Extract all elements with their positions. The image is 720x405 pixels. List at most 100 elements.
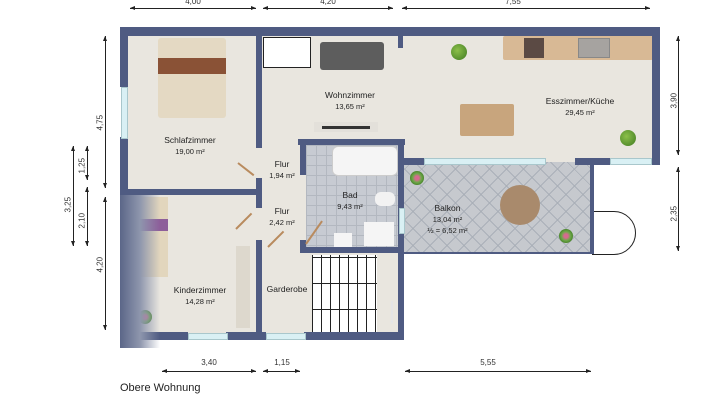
dimension-line-top-1 [130,6,256,10]
wall-kinder-flur [256,240,262,340]
window [121,87,128,139]
dimension-label-left-2: 4,20 [95,256,105,273]
room-label-balkon: Balkon 13,04 m² ½ = 6,52 m² [415,203,480,236]
wall-kitchen-bottom-1 [398,158,424,165]
room-name: Garderobe [266,284,308,294]
flower-icon [559,229,573,243]
room-name: Balkon [434,203,461,213]
staircase-bottom [312,255,377,335]
room-name: Schlafzimmer [164,135,216,145]
wall-balcony-bottom [404,252,592,254]
wall-schlaf-flur-lower [256,178,262,208]
wall-top [120,27,660,36]
dimension-label-bottom-1: 3,40 [201,358,217,367]
dimension-line-left-1 [103,36,107,188]
toilet [375,192,395,206]
room-area: 13,04 m² [432,215,463,224]
wall-bad-bottom [300,247,404,253]
tv [322,126,370,129]
room-area: 14,28 m² [185,297,215,306]
window [424,158,546,165]
wall-left-upper [120,27,128,87]
dimension-line-right-1 [676,36,680,155]
window [610,158,652,165]
dimension-label-left-3: 3,25 [63,196,73,213]
room-label-kinderzimmer: Kinderzimmer 14,28 m² [155,285,245,307]
dimension-line-top-2 [263,6,393,10]
washbasin [334,233,352,247]
balcony-floor [404,162,592,254]
dimension-label-top-2: 4,20 [320,0,336,6]
watermark: McGrundriss [388,301,394,324]
room-area: 1,94 m² [269,171,295,180]
wall-right [652,27,660,165]
plant-icon [451,44,467,60]
room-name: Wohnzimmer [325,90,375,100]
wall-schlaf-bottom [120,189,260,195]
dimension-label-bottom-2: 1,15 [274,358,290,367]
wall-left-mid [120,137,128,197]
room-area: 2,42 m² [269,218,295,227]
plan-title: Obere Wohnung [120,382,201,394]
wall-bottom-2 [226,332,266,340]
dimension-line-left-2 [103,197,107,330]
bed-blanket [158,58,226,74]
wall-bad-right [398,139,404,339]
window [399,208,405,234]
dimension-line-right-2 [676,167,680,251]
dimension-line-left-4 [85,146,89,180]
room-label-esszimmer-kueche: Esszimmer/Küche 29,45 m² [525,96,635,118]
dimension-line-bottom-1 [162,369,256,373]
dimension-line-bottom-3 [405,369,591,373]
dimension-line-top-3 [402,6,650,10]
balcony-table [500,185,540,225]
kinderzimmer-left-wall-shade [120,195,160,348]
room-area-half: ½ = 6,52 m² [427,226,468,235]
wall-bad-left-bottom [300,240,306,248]
room-label-flur-1: Flur 1,94 m² [262,159,302,181]
dimension-label-right-2: 2,35 [669,205,679,222]
staircase-top [263,37,311,68]
shower-tray [364,222,394,246]
dimension-line-left-5 [85,187,89,246]
wall-bad-left-top [300,139,306,175]
dimension-label-left-5: 2,10 [77,212,87,229]
wall-wohn-stub [398,27,403,48]
room-name: Kinderzimmer [173,285,227,295]
plant-icon [620,130,636,146]
room-label-wohnzimmer: Wohnzimmer 13,65 m² [305,90,395,112]
room-name: Flur [274,206,290,216]
room-name: Flur [274,159,290,169]
wardrobe [236,246,250,328]
room-area: 9,43 m² [337,202,363,211]
room-name: Bad [342,190,358,200]
sofa [320,42,384,70]
sink [578,38,610,58]
bathtub [332,146,398,176]
room-label-schlafzimmer: Schlafzimmer 19,00 m² [145,135,235,157]
room-label-flur-2: Flur 2,42 m² [262,206,302,228]
wall-balcony-right [590,158,594,254]
room-area: 29,45 m² [565,108,595,117]
dimension-label-top-1: 4,00 [185,0,201,6]
spiral-staircase [592,211,636,255]
dimension-line-bottom-2 [263,369,300,373]
dining-table [460,104,514,136]
cooktop [524,38,544,58]
dimension-label-top-3: 7,55 [505,0,521,6]
dimension-label-right-1: 3,90 [669,92,679,109]
window [188,333,228,340]
window [266,333,306,340]
flower-icon [410,171,424,185]
wall-bad-top [298,139,405,145]
room-label-garderobe: Garderobe [261,284,313,295]
double-bed [158,38,226,118]
dimension-label-left-1: 4,75 [95,114,105,131]
dimension-label-left-4: 1,25 [77,157,87,174]
room-name: Esszimmer/Küche [545,96,615,106]
dimension-label-bottom-3: 5,55 [480,358,496,367]
room-area: 19,00 m² [175,147,205,156]
wall-bottom-3 [304,332,404,340]
room-label-bad: Bad 9,43 m² [325,190,375,212]
wall-schlaf-wohn-upper [256,27,262,148]
